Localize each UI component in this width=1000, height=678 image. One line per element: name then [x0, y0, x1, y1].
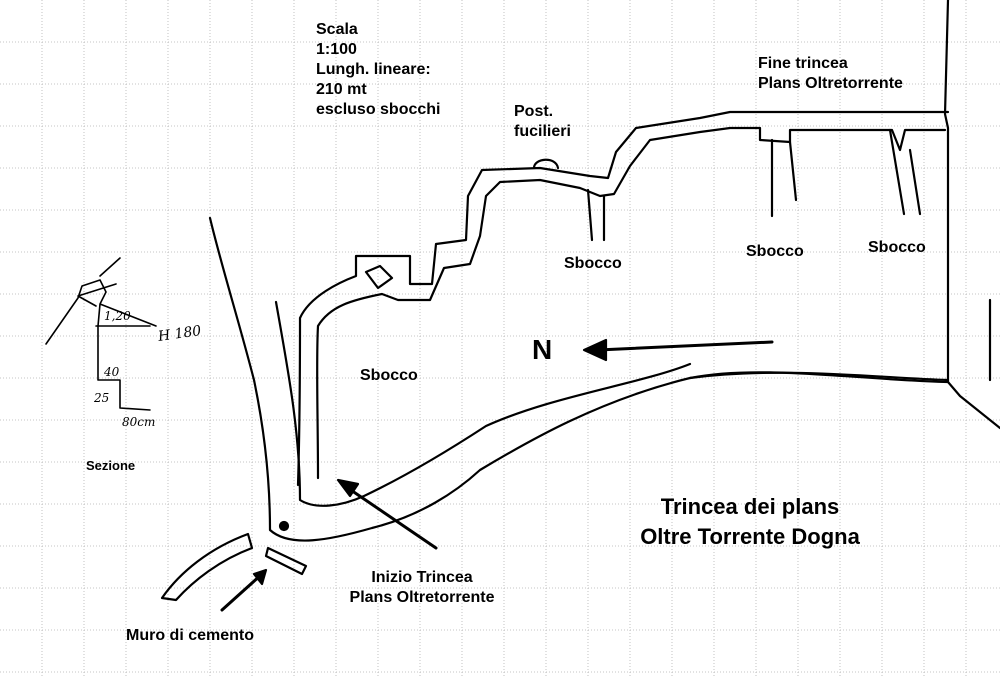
inizio-trincea-line-1: Inizio Trincea: [371, 569, 473, 586]
trench-inner-wall: [274, 300, 692, 507]
guard-post-square: [364, 264, 394, 290]
map-title-line-2: Oltre Torrente Dogna: [640, 524, 860, 549]
sezione-label: Sezione: [86, 458, 136, 473]
right-wall: [946, 298, 1000, 430]
inizio-trincea-label: Inizio Trincea Plans Oltretorrente: [322, 568, 522, 608]
scale-ratio: 1:100: [316, 41, 357, 58]
post-fucilieri-bump: [532, 158, 560, 170]
muro-label: Muro di cemento: [126, 627, 255, 644]
post-fucilieri-line-1: Post.: [514, 103, 554, 120]
sbocco-branch-2: [770, 138, 798, 218]
fine-trincea-label: Fine trincea Plans Oltretorrente: [758, 54, 903, 94]
section-dim-3: 40: [104, 365, 120, 379]
trench-upper-corridor-outer: [296, 110, 950, 487]
sbocco-branch-3: [888, 128, 922, 216]
fine-trincea-line-1: Fine trincea: [758, 55, 848, 72]
map-title: Trincea dei plans Oltre Torrente Dogna: [600, 492, 900, 552]
section-dim-1: 1,20: [104, 309, 131, 323]
north-arrow-line: [596, 340, 774, 352]
sbocco-label-4: Sbocco: [868, 239, 926, 256]
bottom-right-edge: [688, 371, 950, 382]
sbocco-label-3: Sbocco: [746, 243, 804, 260]
sbocco-label-1: Sbocco: [360, 367, 418, 384]
inizio-arrow-line: [340, 482, 438, 550]
sbocco-label-2: Sbocco: [564, 255, 622, 272]
post-fucilieri-line-2: fucilieri: [514, 123, 571, 140]
section-dim-4: 25: [94, 391, 110, 405]
scale-length-value: 210 mt: [316, 81, 367, 98]
cement-wall-segment: [160, 532, 254, 602]
post-fucilieri-label: Post. fucilieri: [514, 102, 571, 142]
inizio-arrow-head: [336, 478, 360, 498]
scale-title: Scala: [316, 21, 358, 38]
section-dim-5: 80cm: [122, 415, 156, 429]
scale-length-label: Lungh. lineare:: [316, 61, 431, 78]
north-letter: N: [532, 334, 553, 365]
trench-upper-corridor-inner: [316, 126, 947, 480]
inizio-trincea-line-2: Plans Oltretorrente: [349, 589, 495, 606]
north-arrow-head: [582, 338, 608, 362]
cement-wall-block: [264, 546, 308, 576]
start-dot: [278, 520, 290, 532]
scale-exclusion: escluso sbocchi: [316, 101, 441, 118]
sbocco-branch-1: [586, 188, 606, 242]
section-profile: [45, 257, 157, 411]
scale-note: Scala 1:100 Lungh. lineare: 210 mt esclu…: [316, 20, 441, 120]
muro-arrow-line: [220, 572, 264, 612]
fine-trincea-line-2: Plans Oltretorrente: [758, 75, 903, 92]
map-title-line-1: Trincea dei plans: [660, 494, 840, 519]
muro-arrow-head: [252, 568, 268, 586]
